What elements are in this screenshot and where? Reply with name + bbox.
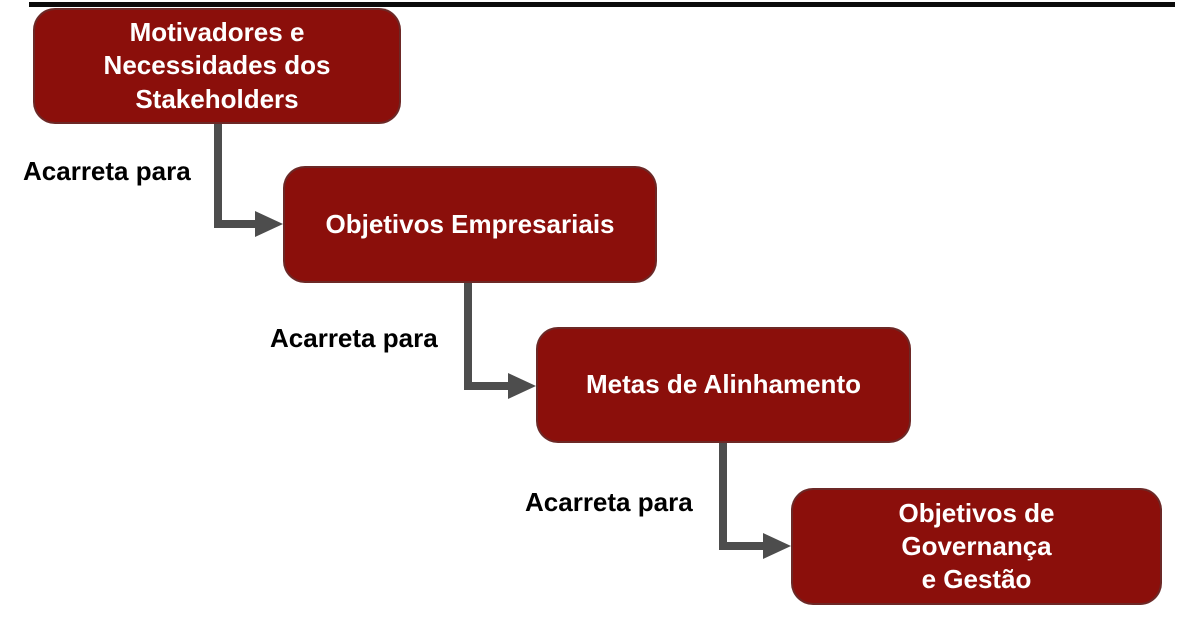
connector-label-1: Acarreta para xyxy=(23,156,191,186)
arrow-head-icon xyxy=(763,533,791,559)
arrow-line xyxy=(214,122,257,228)
node-governance-management-objectives: Objetivos de Governança e Gestão xyxy=(791,488,1162,605)
connector-arrow-3 xyxy=(719,441,791,559)
connector-arrow-1 xyxy=(214,122,283,237)
arrow-head-icon xyxy=(255,211,283,237)
top-divider-line xyxy=(29,2,1175,7)
connector-label-2: Acarreta para xyxy=(270,323,438,353)
arrow-line xyxy=(719,441,765,550)
arrow-head-icon xyxy=(508,373,536,399)
connector-arrow-2 xyxy=(464,281,536,399)
node-stakeholder-drivers-needs: Motivadores e Necessidades dos Stakehold… xyxy=(33,8,401,124)
arrow-line xyxy=(464,281,510,390)
connector-label-3: Acarreta para xyxy=(525,487,693,517)
node-enterprise-goals: Objetivos Empresariais xyxy=(283,166,657,283)
node-alignment-goals: Metas de Alinhamento xyxy=(536,327,911,443)
